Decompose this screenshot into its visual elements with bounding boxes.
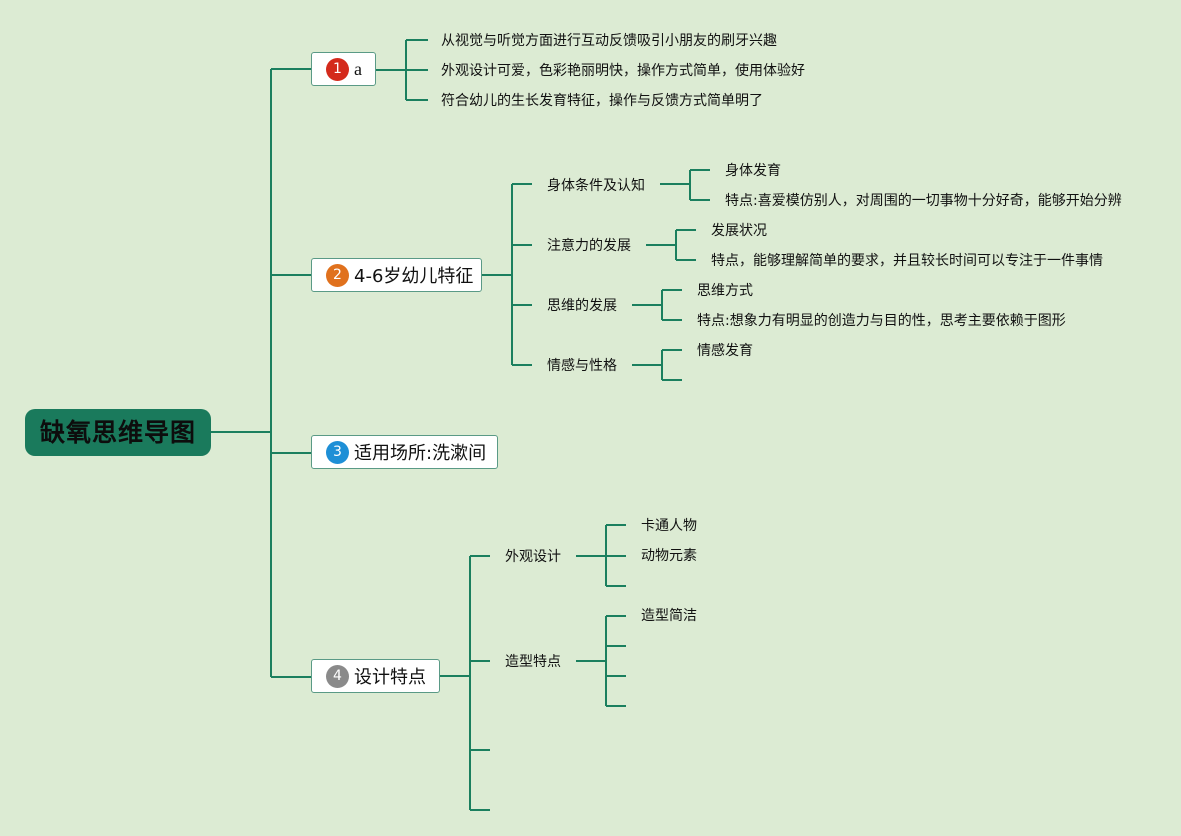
number-4-badge: 4: [326, 664, 349, 688]
subtopic-appearance[interactable]: 外观设计: [505, 549, 561, 565]
leaf-body-traits[interactable]: 特点:喜爱模仿别人，对周围的一切事物十分好奇，能够开始分辨: [725, 193, 1122, 209]
subtopic-thinking[interactable]: 思维的发展: [547, 298, 617, 314]
branch-1-child-2[interactable]: 外观设计可爱，色彩艳丽明快，操作方式简单，使用体验好: [441, 63, 805, 79]
number-2-badge: 2: [326, 263, 349, 287]
branch-2-topic[interactable]: 2 4-6岁幼儿特征: [311, 258, 482, 292]
number-1-badge: 1: [326, 57, 349, 81]
root-topic[interactable]: 缺氧思维导图: [25, 409, 211, 456]
leaf-simple-shape[interactable]: 造型简洁: [641, 608, 697, 624]
branch-4-label: 设计特点: [354, 667, 426, 688]
leaf-attention-status[interactable]: 发展状况: [711, 223, 767, 239]
branch-3-label: 适用场所:洗漱间: [354, 443, 487, 464]
subtopic-shape-features[interactable]: 造型特点: [505, 654, 561, 670]
leaf-emotion-development[interactable]: 情感发育: [697, 343, 753, 359]
leaf-body-development[interactable]: 身体发育: [725, 163, 781, 179]
subtopic-attention[interactable]: 注意力的发展: [547, 238, 631, 254]
leaf-thinking-traits[interactable]: 特点:想象力有明显的创造力与目的性，思考主要依赖于图形: [697, 313, 1066, 329]
leaf-animal-elements[interactable]: 动物元素: [641, 548, 697, 564]
branch-4-topic[interactable]: 4 设计特点: [311, 659, 440, 693]
leaf-cartoon-character[interactable]: 卡通人物: [641, 518, 697, 534]
number-3-badge: 3: [326, 440, 349, 464]
branch-1-topic[interactable]: 1 a: [311, 52, 376, 86]
branch-2-label: 4-6岁幼儿特征: [354, 266, 474, 287]
subtopic-body-cognition[interactable]: 身体条件及认知: [547, 178, 645, 194]
branch-1-child-1[interactable]: 从视觉与听觉方面进行互动反馈吸引小朋友的刷牙兴趣: [441, 33, 777, 49]
branch-1-child-3[interactable]: 符合幼儿的生长发育特征，操作与反馈方式简单明了: [441, 93, 763, 109]
leaf-attention-traits[interactable]: 特点，能够理解简单的要求，并且较长时间可以专注于一件事情: [711, 253, 1103, 269]
subtopic-emotion[interactable]: 情感与性格: [547, 358, 617, 374]
branch-1-label: a: [354, 58, 362, 79]
branch-3-topic[interactable]: 3 适用场所:洗漱间: [311, 435, 498, 469]
leaf-thinking-mode[interactable]: 思维方式: [697, 283, 753, 299]
